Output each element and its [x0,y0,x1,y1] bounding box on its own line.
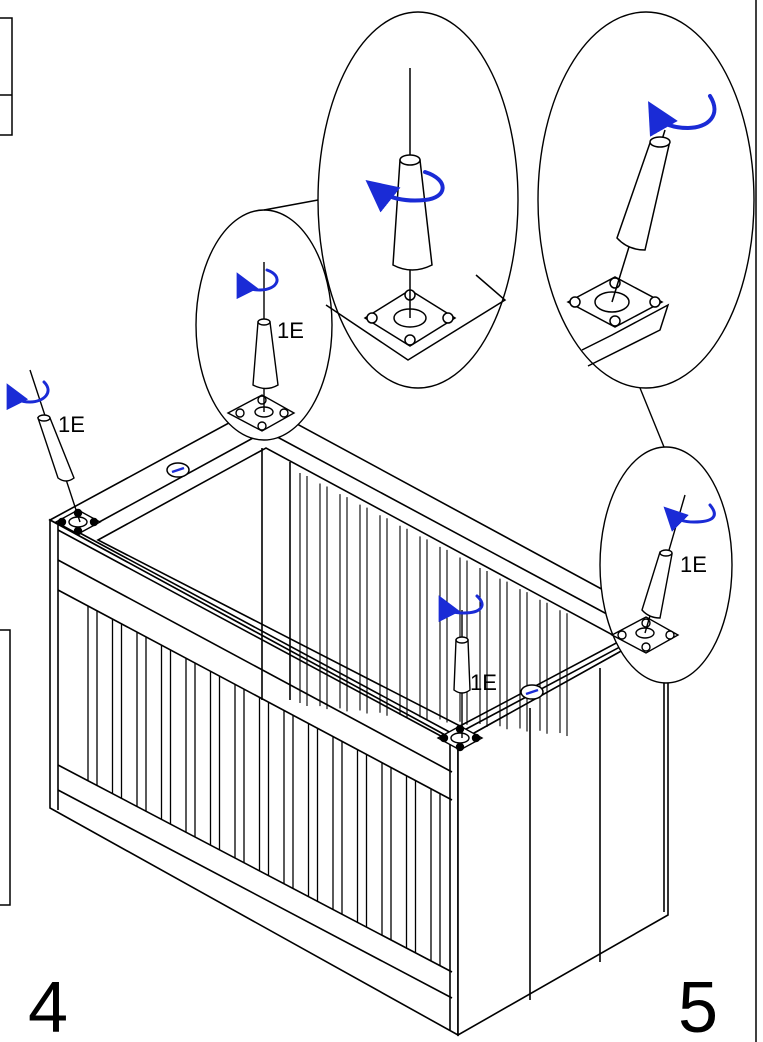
detail-zoom-center [325,68,507,361]
slat [405,775,417,954]
tapered-leg-icon [453,610,471,738]
detail-zoom-left [226,262,296,432]
slat [499,578,508,730]
rotate-clockwise-arrow-icon [663,503,716,532]
rotate-clockwise-arrow-icon [438,594,484,623]
cam-lock-icon [166,462,190,478]
cam-lock-icon [520,684,544,700]
crib-frame [48,404,670,1037]
rotate-clockwise-arrow-icon [365,170,445,213]
slat [539,599,548,734]
front-slats [87,605,441,966]
slat [307,723,319,902]
slat [185,658,196,838]
slat [379,515,388,716]
mounting-plate-icon [436,724,484,752]
slat [519,589,528,732]
slat [359,504,368,714]
slat [283,710,294,889]
slat [87,605,98,786]
slat [399,525,408,719]
slat [430,788,441,966]
slat [381,762,392,941]
rotate-clockwise-arrow-icon [236,268,279,300]
slat [209,671,221,851]
slat [479,568,488,728]
slat [258,697,270,876]
part-label: 1E [470,670,497,695]
rotate-clockwise-arrow-icon [648,94,717,137]
tapered-leg-icon [29,369,81,523]
rotate-clockwise-arrow-icon [6,380,50,411]
slat [136,632,147,812]
slat [559,610,568,737]
slat [332,736,343,915]
page-number-left: 4 [28,968,68,1042]
slat [356,749,368,928]
detail-zoom-right-lower [610,494,686,654]
slat [419,536,428,721]
slat [339,494,348,712]
part-label: 1E [277,318,304,343]
page-number-right: 5 [678,968,718,1042]
tapered-legs [29,369,471,738]
part-label: 1E [58,412,85,437]
slat [234,684,245,863]
slat [439,546,448,723]
slat [111,619,123,799]
slat [299,472,308,706]
slat [160,645,172,825]
slat [319,483,328,710]
part-label: 1E [680,552,707,577]
detail-zoom-right [566,129,671,367]
back-slats [299,472,568,737]
